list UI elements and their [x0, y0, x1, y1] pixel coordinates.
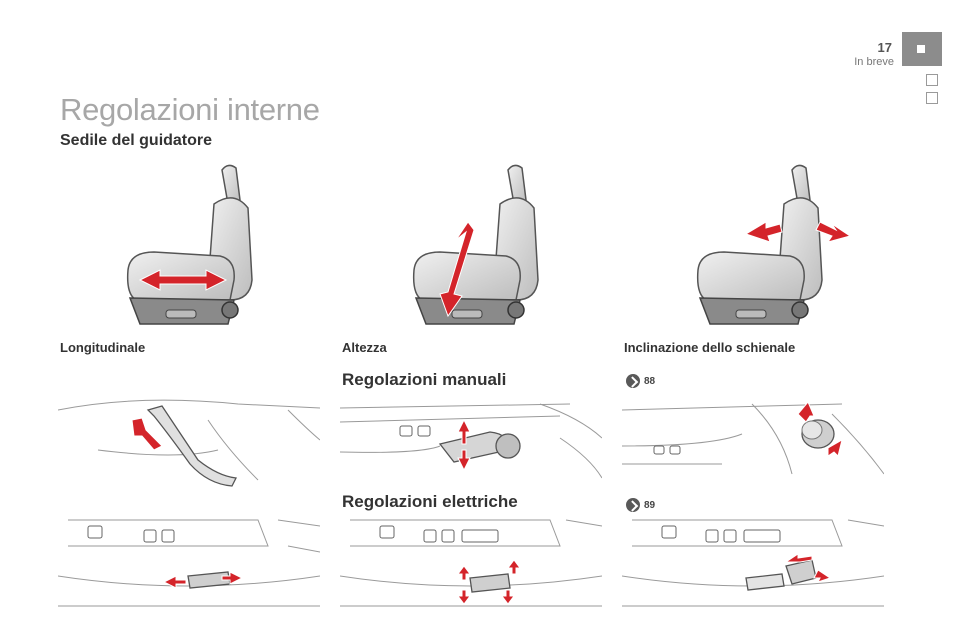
section-subtitle: Sedile del guidatore — [60, 132, 213, 149]
ref-manual-page: 88 — [644, 375, 656, 387]
seat-recline-illustration — [680, 160, 880, 340]
ref-manual[interactable]: 88 — [626, 374, 655, 388]
heading-electric: Regolazioni elettriche — [342, 492, 518, 511]
electric-switch-longitudinal-illustration — [58, 516, 320, 612]
heading-manual: Regolazioni manuali — [342, 370, 507, 389]
section-tab-3[interactable] — [926, 92, 938, 104]
ref-electric[interactable]: 89 — [626, 498, 655, 512]
caption-height: Altezza — [342, 340, 387, 355]
manual-knob-recline-illustration — [622, 394, 884, 490]
section-label: In breve — [854, 56, 894, 68]
section-tab-active[interactable] — [902, 32, 942, 66]
chevron-right-circle-icon — [626, 374, 640, 388]
caption-recline: Inclinazione dello schienale — [624, 340, 796, 355]
ref-electric-page: 89 — [644, 499, 656, 511]
page-number: 17 — [877, 40, 892, 55]
seat-height-illustration — [396, 160, 596, 340]
manual-lever-height-illustration — [340, 398, 602, 490]
electric-switch-recline-illustration — [622, 516, 884, 612]
caption-longitudinal: Longitudinale — [60, 340, 146, 355]
manual-lever-longitudinal-illustration — [58, 390, 320, 490]
chevron-right-circle-icon — [626, 498, 640, 512]
page-title: Regolazioni interne — [60, 92, 320, 127]
seat-longitudinal-illustration — [110, 160, 310, 340]
section-tab-2[interactable] — [926, 74, 938, 86]
electric-switch-height-illustration — [340, 516, 602, 612]
